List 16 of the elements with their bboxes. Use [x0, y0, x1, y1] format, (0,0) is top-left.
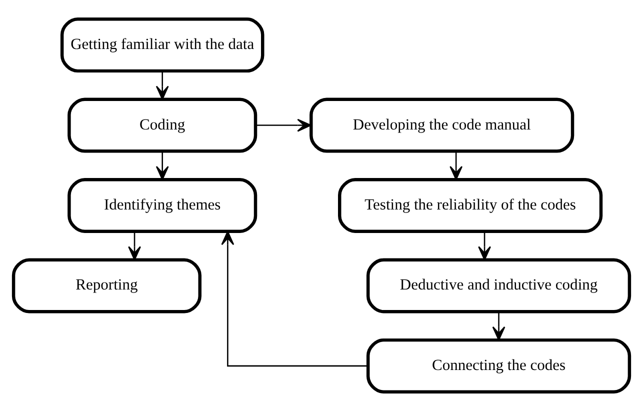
node-box: Testing the reliability of the codes	[338, 178, 603, 232]
arrow	[450, 151, 463, 180]
node-box: Deductive and inductive coding	[366, 258, 632, 313]
arrow	[221, 230, 368, 366]
node-box: Developing the code manual	[310, 97, 574, 152]
node-box: Reporting	[12, 258, 202, 313]
arrow	[256, 118, 312, 132]
arrow	[492, 312, 506, 340]
arrow	[156, 151, 169, 180]
arrow	[478, 231, 491, 260]
arrow	[128, 231, 141, 260]
arrow	[156, 70, 169, 100]
node-box: Identifying themes	[68, 178, 258, 232]
node-box: Connecting the codes	[366, 338, 632, 393]
node-box: Getting familiar with the data	[60, 17, 264, 72]
node-box: Coding	[68, 97, 258, 152]
